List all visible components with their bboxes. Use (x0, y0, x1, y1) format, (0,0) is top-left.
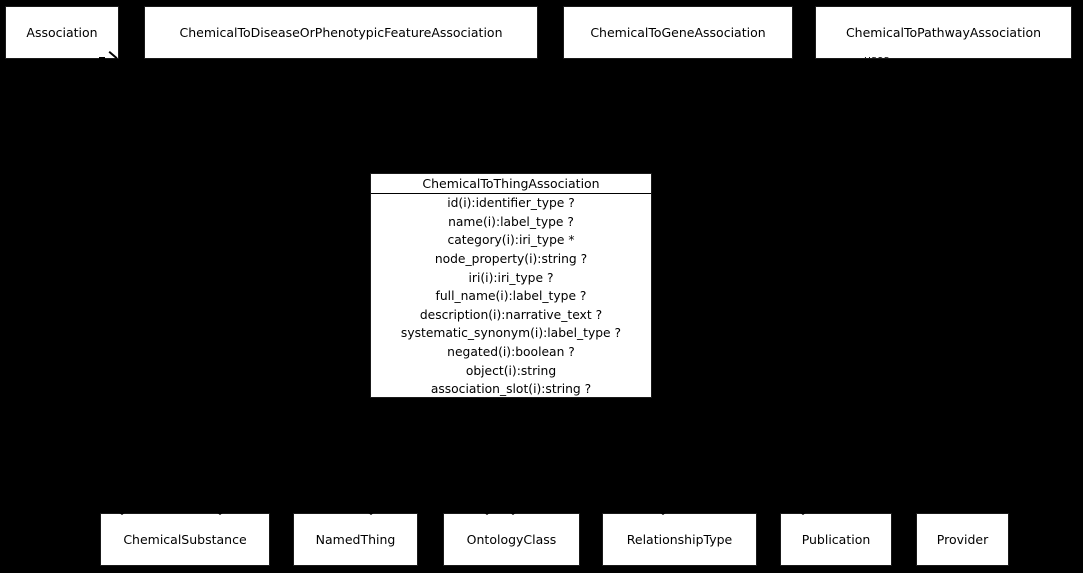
attribute-row: description(i):narrative_text ? (419, 307, 603, 322)
class-node-chemical-substance[interactable]: ChemicalSubstance (100, 513, 270, 566)
class-node-label: Publication (801, 532, 871, 547)
attribute-row: association_slot(i):string ? (430, 382, 592, 397)
class-node-chemical-to-disease-or-phenotypic-feature-association[interactable]: ChemicalToDiseaseOrPhenotypicFeatureAsso… (144, 6, 538, 59)
class-node-chemical-to-thing-association[interactable]: ChemicalToThingAssociation id(i):identif… (370, 173, 652, 398)
edge-arrowhead-icon (799, 512, 807, 515)
class-node-named-thing[interactable]: NamedThing (293, 513, 418, 566)
class-node-label: Provider (936, 532, 989, 547)
attribute-row: category(i):iri_type * (447, 233, 575, 248)
class-node-label: ChemicalSubstance (123, 532, 247, 547)
edge-arrowhead-icon (659, 512, 667, 515)
class-node-chemical-to-gene-association[interactable]: ChemicalToGeneAssociation (563, 6, 793, 59)
class-node-label: RelationshipType (626, 532, 733, 547)
edge-label-uses: uses (864, 53, 889, 58)
class-node-label: ChemicalToPathwayAssociation (845, 25, 1042, 40)
attribute-row: negated(i):boolean ? (447, 345, 575, 360)
class-node-publication[interactable]: Publication (780, 513, 892, 566)
class-attributes: id(i):identifier_type ? name(i):label_typ… (371, 194, 651, 397)
class-node-label: Association (26, 25, 98, 40)
edge-arrowhead-icon (367, 512, 375, 515)
class-node-label: NamedThing (315, 532, 396, 547)
class-node-ontology-class[interactable]: OntologyClass (443, 513, 580, 566)
attribute-row: systematic_synonym(i):label_type ? (400, 326, 622, 341)
edge-arrowhead-icon (118, 512, 126, 515)
class-node-label: OntologyClass (466, 532, 557, 547)
edge-arrowhead-icon (216, 512, 224, 515)
class-node-chemical-to-pathway-association[interactable]: ChemicalToPathwayAssociation uses (815, 6, 1072, 59)
attribute-row: name(i):label_type ? (448, 214, 574, 229)
attribute-row: node_property(i):string ? (434, 252, 588, 267)
class-title: ChemicalToThingAssociation (371, 174, 651, 194)
attribute-row: full_name(i):label_type ? (435, 289, 587, 304)
class-node-provider[interactable]: Provider (916, 513, 1009, 566)
attribute-row: id(i):identifier_type ? (447, 196, 575, 211)
class-node-label: ChemicalToDiseaseOrPhenotypicFeatureAsso… (179, 25, 503, 40)
attribute-row: iri(i):iri_type ? (468, 270, 554, 285)
class-node-association[interactable]: Association (5, 6, 119, 59)
attribute-row: object(i):string (465, 363, 557, 378)
edge-arrowhead-icon (483, 512, 491, 515)
edge-arrowhead-icon (509, 512, 517, 515)
class-node-label: ChemicalToGeneAssociation (590, 25, 766, 40)
edge-tip-icon (99, 57, 105, 59)
class-node-relationship-type[interactable]: RelationshipType (602, 513, 757, 566)
